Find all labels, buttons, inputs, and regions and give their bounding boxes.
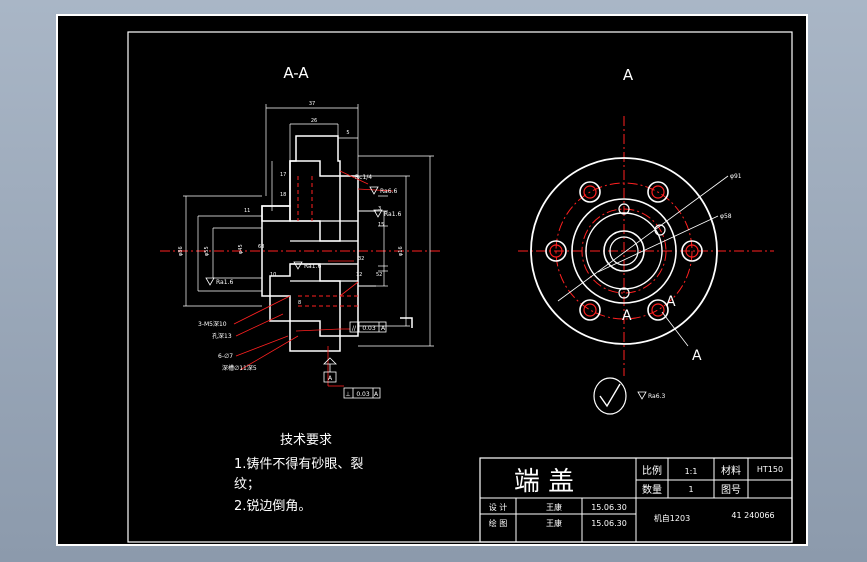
tol1-symbol: //: [352, 325, 357, 332]
roughness-2: Ra1.6: [216, 279, 233, 286]
design-date: 15.06.30: [591, 503, 627, 512]
dim-18: 18: [280, 192, 286, 198]
scale-label: 比例: [642, 464, 662, 477]
material-value: HT150: [757, 465, 783, 474]
tech-title: 技术要求: [280, 433, 332, 448]
hole-note-3: 6-∅7: [218, 353, 233, 360]
dim-12: 12: [356, 272, 362, 278]
general-roughness-value: Ra6.3: [648, 393, 665, 400]
dim-17: 17: [280, 172, 286, 178]
front-view: A: [518, 66, 774, 376]
tolerance-frame-1: // 0.03 A: [349, 321, 387, 333]
tech-line-1b: 纹；: [234, 477, 260, 492]
tol1-value: 0.03: [362, 325, 376, 332]
section-view: A-A: [160, 64, 442, 399]
thread-rc: Rc1/4: [355, 174, 372, 181]
tol2-value: 0.03: [356, 391, 370, 398]
qty-value: 1: [688, 485, 693, 494]
outer-flange: [530, 157, 718, 345]
leader-lines: [233, 170, 394, 387]
cad-drawing: A-A: [127, 31, 793, 543]
hub-circle: [571, 198, 677, 304]
dim-16: φ16: [398, 246, 404, 256]
draw-date: 15.06.30: [591, 519, 627, 528]
tol2-ref: A: [374, 391, 379, 398]
scale-value: 1:1: [685, 467, 698, 476]
drafter-name: 王康: [546, 518, 562, 528]
general-roughness: Ra6.3: [593, 377, 665, 415]
drawing-code: 41 240066: [731, 511, 774, 520]
dim-5: 5: [346, 130, 349, 136]
roughness-3: Ra1.6: [304, 263, 321, 270]
part-name: 端 盖: [514, 467, 574, 497]
dim-55: φ55: [204, 246, 210, 256]
tech-line-2: 2.锐边倒角。: [234, 499, 311, 514]
design-label: 设 计: [489, 502, 508, 512]
section-label: A-A: [283, 64, 309, 82]
designer-name: 王康: [546, 502, 562, 512]
tech-requirements: 技术要求 1.铸件不得有砂眼、裂 纹； 2.锐边倒角。: [234, 433, 363, 514]
hole-note-2: 孔深13: [212, 332, 232, 340]
bore-inner: [609, 236, 639, 266]
cut-label-3: A: [692, 348, 702, 364]
draw-label: 绘 图: [489, 518, 508, 528]
dim-86: φ86: [178, 246, 184, 256]
dim-3: 3: [378, 206, 381, 212]
drawing-sheet: A-A: [56, 14, 808, 546]
dimension-lines: [183, 104, 434, 347]
dim-68: 68: [258, 244, 264, 250]
title-block: 端 盖 比例 1:1 材料 HT150 数量 1 图号 设 计 绘 图 王康 王…: [479, 457, 793, 543]
boss-circle: [585, 212, 663, 290]
hole-note-1: 3-M5深10: [198, 320, 227, 328]
dim-26: 26: [311, 118, 317, 124]
cut-label-1: A: [622, 308, 632, 324]
dim-8: 8: [298, 300, 301, 306]
tolerance-frame-2: ⊥ 0.03 A: [343, 387, 381, 399]
tech-line-1: 1.铸件不得有砂眼、裂: [234, 456, 363, 472]
dim-10: 10: [270, 272, 276, 278]
cut-line: [661, 311, 689, 347]
section-annotations: Rc1/4 Ra6.6 Ra1.6 Ra1.6 Ra1.6 3-M5深10 孔深…: [198, 174, 401, 372]
dim-leader-91: [557, 175, 729, 302]
unit-name: 机自1203: [654, 513, 690, 523]
qty-label: 数量: [642, 483, 662, 496]
dim-37: 37: [309, 101, 315, 107]
dim-58: φ58: [720, 213, 732, 220]
dim-11: 11: [244, 208, 250, 214]
cut-label-2: A: [666, 294, 676, 310]
tol2-symbol: ⊥: [345, 391, 350, 398]
material-label: 材料: [721, 464, 741, 477]
front-label: A: [623, 66, 634, 84]
cut-mark: [400, 317, 413, 328]
dim-32: 32: [358, 256, 364, 262]
inner-pitch-circle: [581, 208, 667, 294]
roughness-1: Ra6.6: [380, 188, 397, 195]
dim-leader-58: [597, 215, 719, 273]
bolt-holes: [545, 181, 703, 321]
dim-52: 52: [376, 272, 382, 278]
dim-15: 15: [378, 222, 384, 228]
inner-frame: [127, 31, 793, 543]
drawing-no-label: 图号: [721, 484, 741, 496]
bolt-circle: [555, 182, 693, 320]
dim-91: φ91: [730, 173, 742, 180]
section-dimensions: 37 26 5 17 18 11 10 3 15 12 32 52 8 68 φ…: [178, 101, 404, 306]
section-profile: [261, 135, 376, 352]
hole-note-4: 深槽∅11深5: [222, 364, 257, 372]
datum-letter: A: [328, 375, 333, 382]
roughness-4: Ra1.6: [384, 211, 401, 218]
bore-circle: [603, 230, 645, 272]
datum-marker: A: [323, 357, 337, 383]
dim-45: φ45: [238, 244, 244, 254]
tol1-ref: A: [381, 325, 386, 332]
